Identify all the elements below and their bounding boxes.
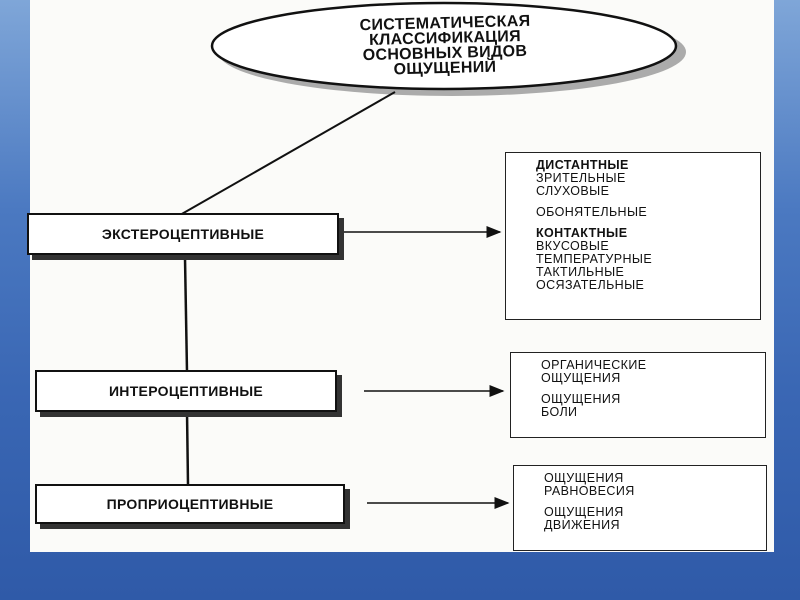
list-item: ОЩУЩЕНИЯ — [544, 471, 624, 485]
list-item: ДВИЖЕНИЯ — [544, 518, 620, 532]
list-item: РАВНОВЕСИЯ — [544, 484, 635, 498]
list-item: БОЛИ — [541, 405, 578, 419]
list-heading-contact: КОНТАКТНЫЕ — [536, 226, 628, 240]
list-interoceptive: ОРГАНИЧЕСКИЕ ОЩУЩЕНИЯ ОЩУЩЕНИЯ БОЛИ — [510, 352, 766, 438]
category-label: ИНТЕРОЦЕПТИВНЫЕ — [108, 383, 264, 399]
list-item: СЛУХОВЫЕ — [536, 184, 610, 198]
spine-upper — [183, 257, 189, 373]
list-item: ОСЯЗАТЕЛЬНЫЕ — [536, 278, 645, 292]
list-heading-distant: ДИСТАНТНЫЕ — [536, 158, 629, 172]
category-exteroceptive: ЭКСТЕРОЦЕПТИВНЫЕ — [27, 213, 339, 255]
title-ellipse — [210, 1, 678, 91]
category-proprioceptive: ПРОПРИОЦЕПТИВНЫЕ — [35, 484, 345, 524]
list-item: ОЩУЩЕНИЯ — [541, 371, 621, 385]
list-item: ЗРИТЕЛЬНЫЕ — [536, 171, 626, 185]
spine-lower — [185, 411, 190, 486]
diagram-title: СИСТЕМАТИЧЕСКАЯ КЛАССИФИКАЦИЯ ОСНОВНЫХ В… — [210, 10, 680, 88]
list-proprioceptive: ОЩУЩЕНИЯ РАВНОВЕСИЯ ОЩУЩЕНИЯ ДВИЖЕНИЯ — [513, 465, 767, 551]
category-label: ПРОПРИОЦЕПТИВНЫЕ — [106, 496, 274, 512]
diagram-sheet: СИСТЕМАТИЧЕСКАЯ КЛАССИФИКАЦИЯ ОСНОВНЫХ В… — [27, 0, 774, 552]
list-item: ТАКТИЛЬНЫЕ — [536, 265, 625, 279]
list-item: ОЩУЩЕНИЯ — [541, 392, 621, 406]
category-label: ЭКСТЕРОЦЕПТИВНЫЕ — [101, 226, 265, 242]
list-item: ОРГАНИЧЕСКИЕ — [541, 358, 647, 372]
list-item: ОЩУЩЕНИЯ — [544, 505, 624, 519]
list-item: ТЕМПЕРАТУРНЫЕ — [536, 252, 653, 266]
title-connector — [179, 91, 396, 216]
connector-layer — [179, 1, 686, 509]
list-item: ВКУСОВЫЕ — [536, 239, 610, 253]
list-exteroceptive: ДИСТАНТНЫЕ ЗРИТЕЛЬНЫЕ СЛУХОВЫЕ ОБОНЯТЕЛЬ… — [505, 152, 761, 320]
category-interoceptive: ИНТЕРОЦЕПТИВНЫЕ — [35, 370, 337, 412]
list-item: ОБОНЯТЕЛЬНЫЕ — [536, 205, 648, 219]
